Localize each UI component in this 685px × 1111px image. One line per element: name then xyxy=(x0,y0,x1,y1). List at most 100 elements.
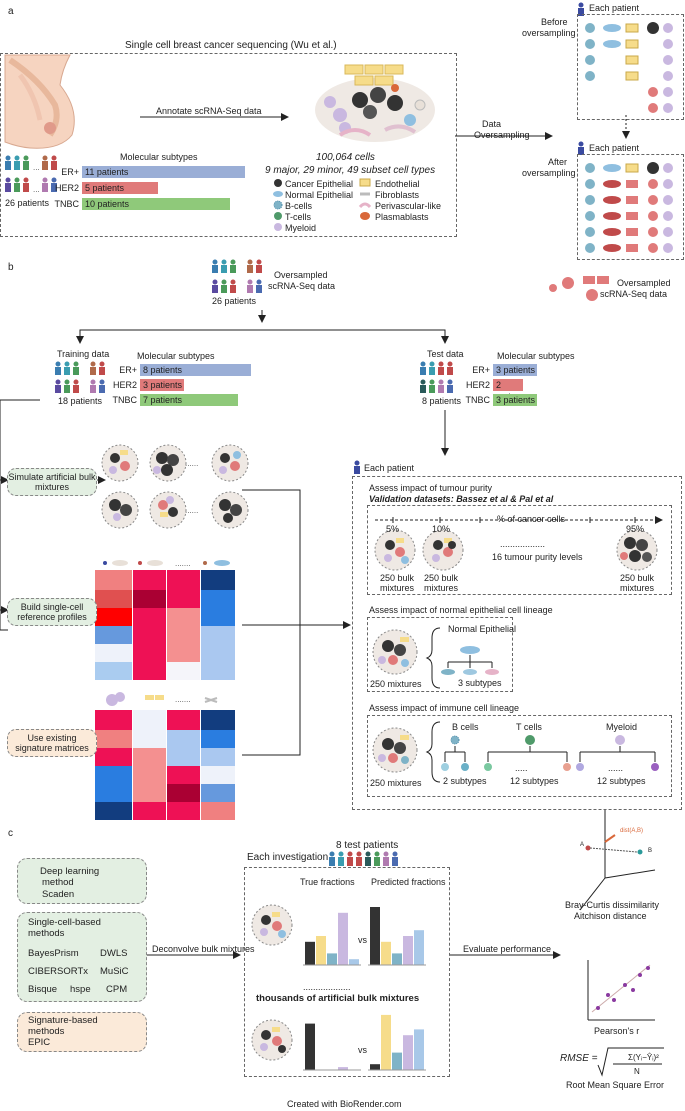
oversampled-cells-icon xyxy=(549,276,609,301)
footer-credit: Created with BioRender.com xyxy=(287,1099,402,1109)
svg-text:.......: ....... xyxy=(175,559,191,568)
deep-title-2: method xyxy=(42,877,74,888)
step-build: Build single-cell reference profiles xyxy=(7,598,97,626)
dist-label: dist(A,B) xyxy=(620,828,644,834)
normal-frame xyxy=(367,617,513,692)
subtype-bar: 7 patients xyxy=(140,394,238,406)
subtype-name: HER2 xyxy=(54,183,79,193)
purity-dots: .................. xyxy=(500,539,546,549)
normal-mixtures: 250 mixtures xyxy=(370,679,422,689)
fraction-bar xyxy=(403,936,413,965)
before-label-1: Before xyxy=(541,17,568,27)
oversampled-label-1: Oversampled xyxy=(617,278,671,288)
purity-mixtures-2: mixtures xyxy=(424,583,459,593)
fraction-bar xyxy=(338,1067,348,1070)
right-connector xyxy=(242,489,301,756)
fraction-bar xyxy=(392,1052,402,1070)
legend-label: Cancer Epithelial xyxy=(285,179,354,189)
training-subtypes-title: Molecular subtypes xyxy=(137,351,215,361)
legend-label: Plasmablasts xyxy=(375,212,429,222)
fraction-bar xyxy=(414,1029,424,1070)
person-icon-b xyxy=(354,460,360,474)
subtype-name: ER+ xyxy=(119,365,137,375)
fraction-bar xyxy=(305,1023,315,1070)
deep-title-1: Deep learning xyxy=(40,866,100,877)
t-cells-label: T cells xyxy=(516,722,542,732)
purity-mixtures-3: mixtures xyxy=(620,583,655,593)
svg-text:......: ...... xyxy=(185,459,198,468)
fraction-bar xyxy=(403,1035,413,1070)
fraction-bar xyxy=(316,936,326,965)
subtype-bar: 5 patients xyxy=(82,182,158,194)
t-ellipsis: ..... xyxy=(515,763,528,773)
deconvolve-label: Deconvolve bulk mixtures xyxy=(152,944,255,954)
bray-curtis: Bray-Curtis dissimilarity xyxy=(565,900,660,910)
panel-letter-c: c xyxy=(8,828,13,839)
svg-text:......: ...... xyxy=(185,506,198,515)
twelve-subtypes-t: 12 subtypes xyxy=(510,776,559,786)
subtype-name: HER2 xyxy=(112,380,137,390)
two-subtypes: 2 subtypes xyxy=(443,776,487,786)
subtype-name: TNBC xyxy=(112,395,138,405)
each-investigation: Each investigation xyxy=(247,852,329,863)
cells-count: 100,064 cells xyxy=(316,152,375,163)
purity-bulk-2: 250 bulk xyxy=(424,573,459,583)
predicted-fractions: Predicted fractions xyxy=(371,877,446,887)
b-cells-label: B cells xyxy=(452,722,479,732)
each-patient-top: Each patient xyxy=(589,3,640,13)
purity-bulk-1: 250 bulk xyxy=(380,573,415,583)
subtype-name: HER2 xyxy=(465,380,490,390)
fraction-bar xyxy=(392,953,402,965)
test-title: Test data xyxy=(427,349,464,359)
step-signature: Use existing signature matrices xyxy=(7,729,97,757)
test-patients: 8 patients xyxy=(422,396,462,406)
purity-mixtures xyxy=(374,529,658,571)
svg-text:Σ(Yᵢ−Ŷᵢ)²: Σ(Yᵢ−Ŷᵢ)² xyxy=(628,1053,659,1062)
subtype-name: TNBC xyxy=(54,199,80,209)
fraction-bar xyxy=(381,941,391,965)
legend-label: Normal Epithelial xyxy=(285,190,354,200)
subtype-name: ER+ xyxy=(61,167,79,177)
reference-heatmap: ....... xyxy=(95,559,235,680)
normal-epithelial-label: Normal Epithelial xyxy=(448,624,517,634)
fraction-bar xyxy=(381,1014,391,1070)
svg-text:...: ... xyxy=(33,185,40,194)
sc-title-1: Single-cell-based xyxy=(28,917,101,928)
legend-label: Endothelial xyxy=(375,179,420,189)
subtype-bar: 3 patients xyxy=(140,379,184,391)
fraction-bar xyxy=(305,941,315,965)
cells-types: 9 major, 29 minor, 49 subset cell types xyxy=(265,165,436,176)
patient-icons-b-top xyxy=(212,259,262,293)
normal-subtypes: 3 subtypes xyxy=(458,678,502,688)
distance-plot xyxy=(579,810,656,911)
purity-validation: Validation datasets: Bassez et al & Pal … xyxy=(369,494,554,504)
legend-label: Myeloid xyxy=(285,223,317,233)
person-icon-bottom xyxy=(578,141,584,155)
legend-label: B-cells xyxy=(285,201,313,211)
single-cell-box: Single-cell-based methods BayesPrism DWL… xyxy=(17,912,147,1002)
patient-icons-training xyxy=(55,361,105,393)
subtype-name: TNBC xyxy=(465,395,491,405)
subtype-bar: 10 patients xyxy=(82,198,231,210)
after-oversampling-cells xyxy=(585,162,673,253)
each-patient-b: Each patient xyxy=(364,463,415,473)
sc-title-2: methods xyxy=(28,928,65,939)
split-line xyxy=(79,329,446,340)
method-cibersortx: CIBERSORTx xyxy=(28,966,89,977)
before-frame xyxy=(577,14,684,120)
method-music: MuSiC xyxy=(100,966,129,977)
rmse-formula: Σ(Yᵢ−Ŷᵢ)² N xyxy=(597,1047,664,1077)
immune-mixtures: 250 mixtures xyxy=(370,778,422,788)
method-hspe: hspe xyxy=(70,984,91,995)
mixture-c-1 xyxy=(251,904,293,946)
patients-count-a: 26 patients xyxy=(5,198,50,208)
aitchison: Aitchison distance xyxy=(574,911,647,921)
fraction-bar xyxy=(338,912,348,965)
person-icon-top xyxy=(578,2,584,16)
training-patients: 18 patients xyxy=(58,396,103,406)
after-frame xyxy=(577,154,684,260)
immune-graphic xyxy=(372,721,659,783)
immune-title: Assess impact of immune cell lineage xyxy=(369,703,520,713)
annotate-label: Annotate scRNA-Seq data xyxy=(156,106,262,116)
